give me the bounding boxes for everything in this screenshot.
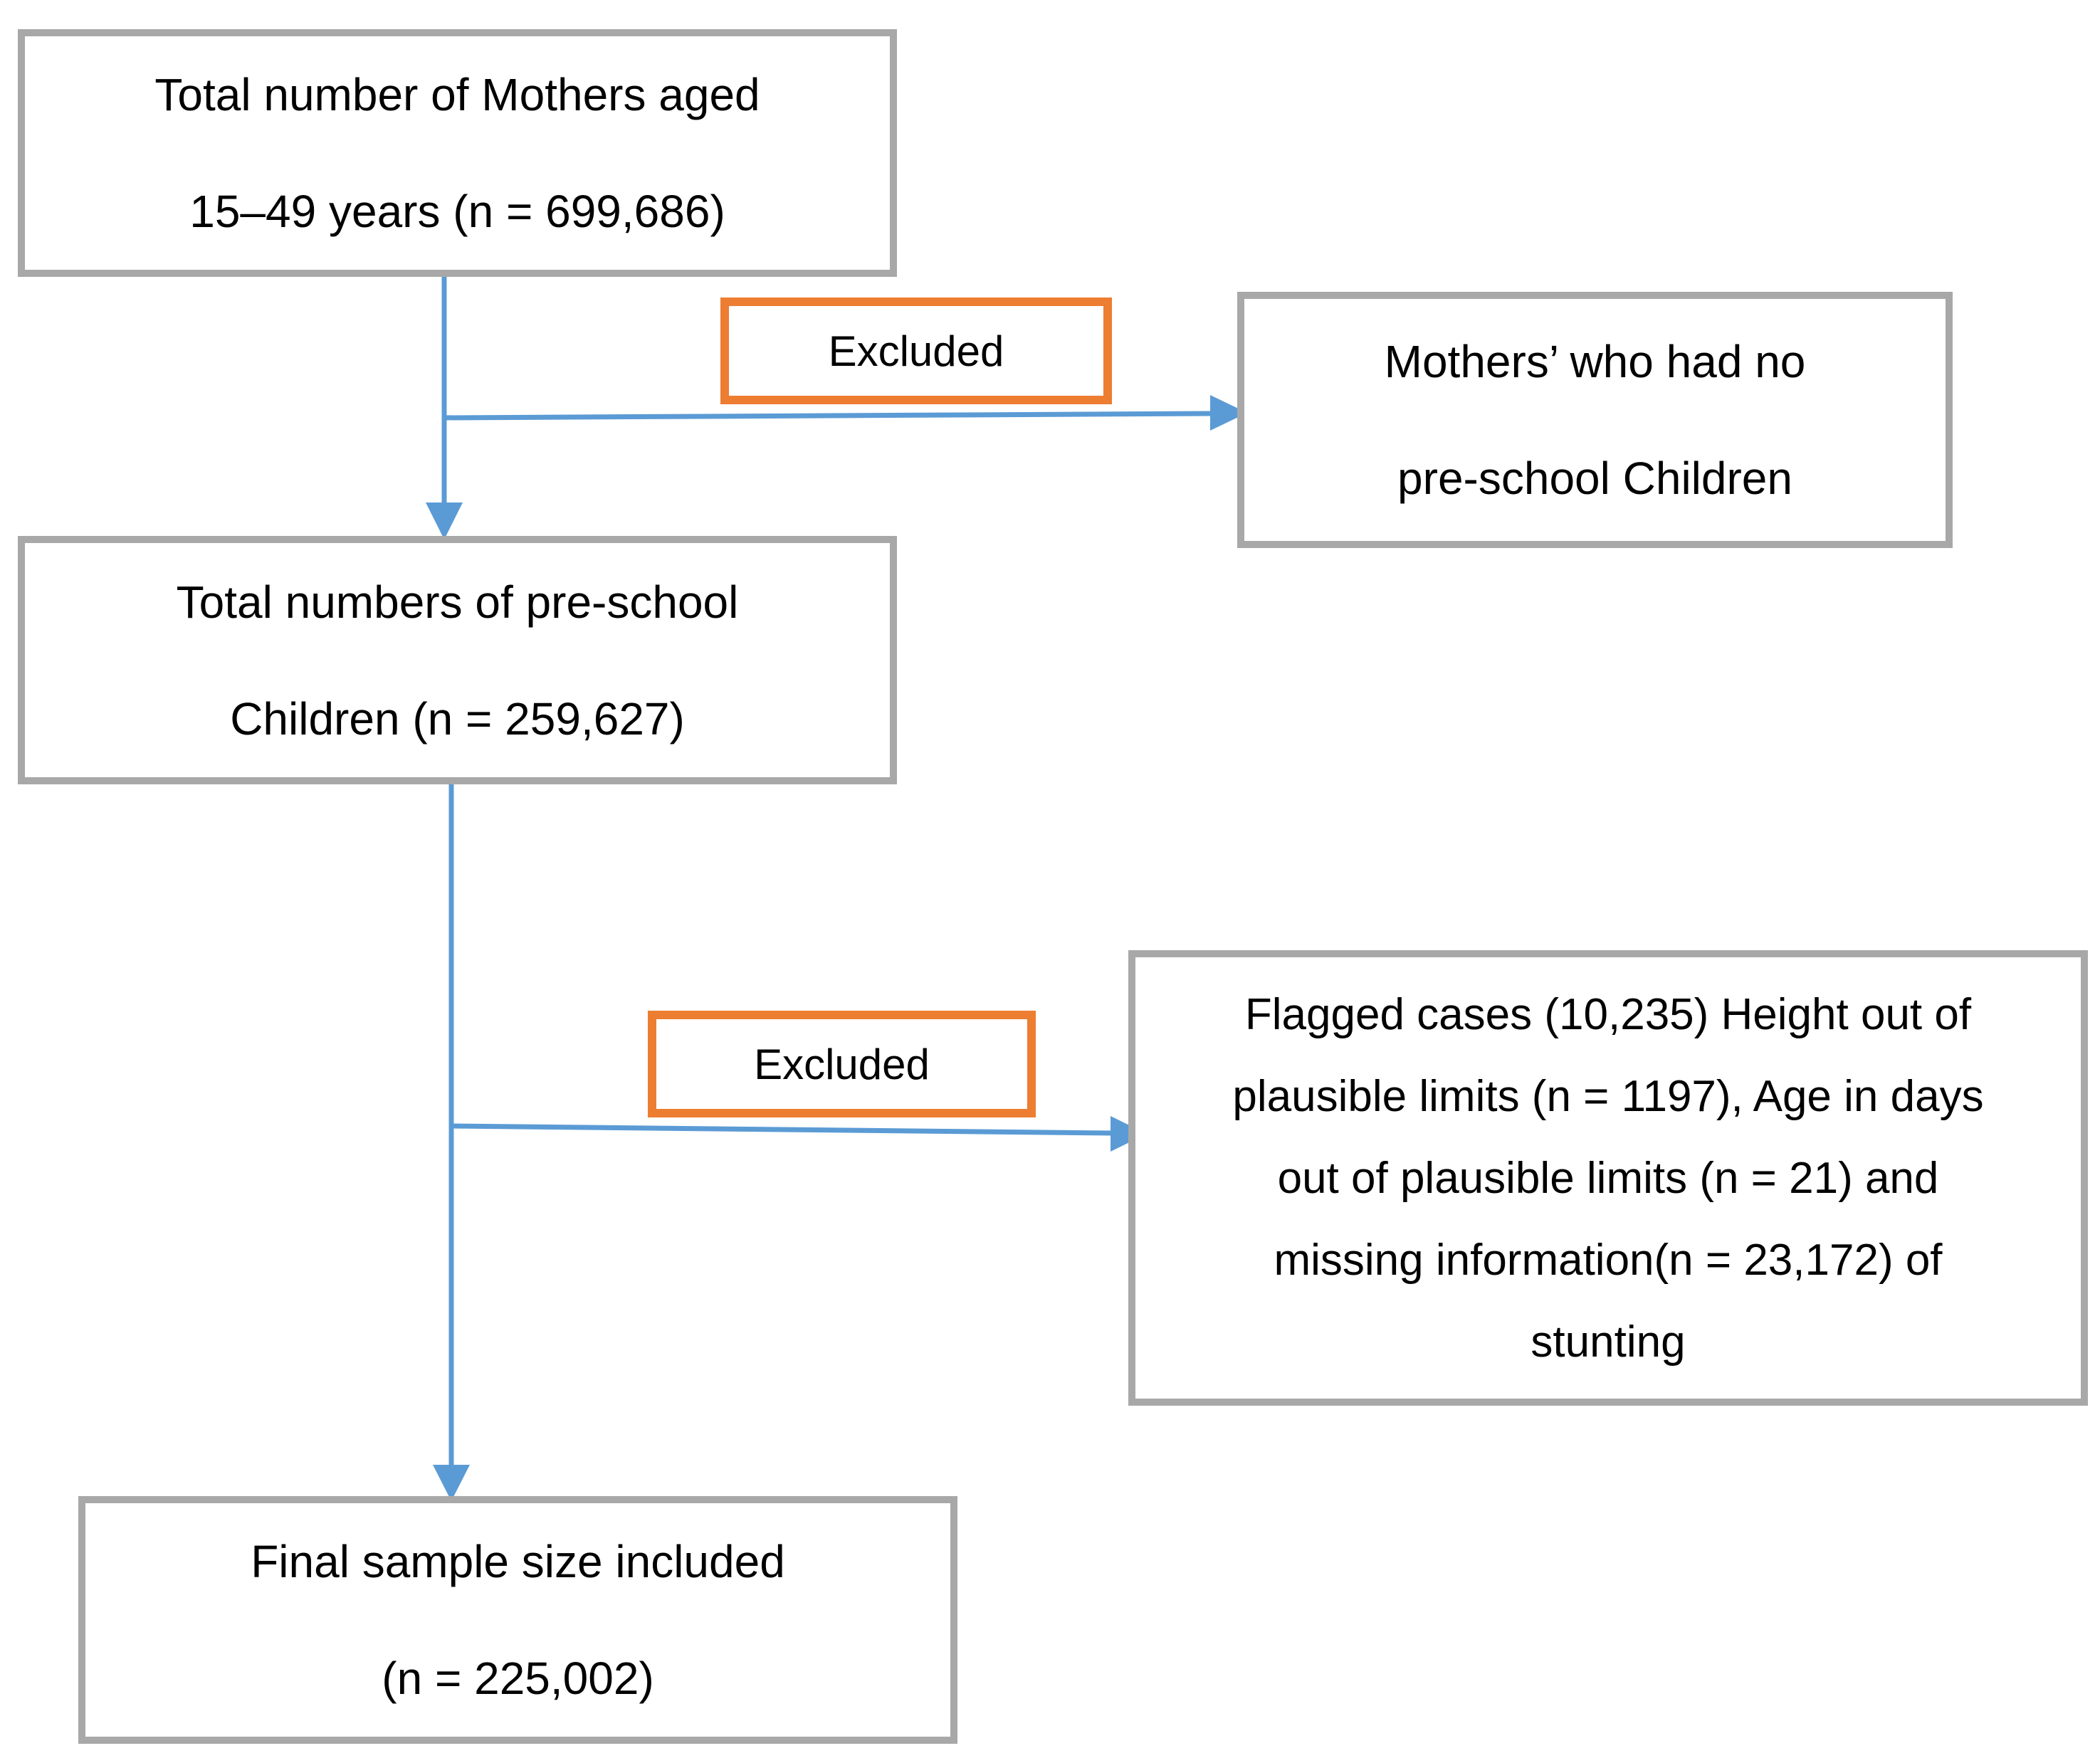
- box-flagged-cases-excluded: Flagged cases (10,235) Height out of pla…: [1128, 950, 2088, 1406]
- excluded-label: Excluded: [828, 327, 1004, 375]
- box-total-preschool-line1: Total numbers of pre-school: [176, 576, 739, 628]
- box-total-mothers: Total number of Mothers aged 15–49 years…: [18, 29, 897, 277]
- box-flagged-line4: missing information(n = 23,172) of: [1274, 1235, 1943, 1285]
- box-no-preschool-line1: Mothers’ who had no: [1384, 336, 1806, 387]
- excluded-label: Excluded: [754, 1040, 930, 1088]
- connector-exclusion-1-line: [443, 411, 1212, 421]
- box-flagged-line5: stunting: [1531, 1317, 1686, 1367]
- box-final-sample-size: Final sample size included (n = 225,002): [78, 1496, 957, 1744]
- box-final-sample-line1: Final sample size included: [251, 1536, 785, 1587]
- arrow-down-icon: [426, 502, 463, 540]
- box-total-mothers-line2: 15–49 years (n = 699,686): [189, 186, 725, 237]
- box-total-preschool-children: Total numbers of pre-school Children (n …: [18, 536, 897, 784]
- box-flagged-line1: Flagged cases (10,235) Height out of: [1244, 989, 1972, 1039]
- connector-exclusion-2-line: [451, 1123, 1113, 1136]
- box-flagged-line3: out of plausible limits (n = 21) and: [1277, 1153, 1939, 1203]
- box-mothers-no-preschool-children: Mothers’ who had no pre-school Children: [1237, 292, 1953, 548]
- box-flagged-line2: plausible limits (n = 1197), Age in days: [1232, 1071, 1984, 1121]
- excluded-box-flagged: Excluded: [648, 1011, 1036, 1117]
- box-total-preschool-line2: Children (n = 259,627): [230, 693, 685, 744]
- box-no-preschool-line2: pre-school Children: [1397, 453, 1792, 504]
- excluded-box-mothers: Excluded: [720, 298, 1112, 404]
- box-total-mothers-line1: Total number of Mothers aged: [154, 69, 760, 120]
- box-final-sample-line2: (n = 225,002): [382, 1653, 654, 1704]
